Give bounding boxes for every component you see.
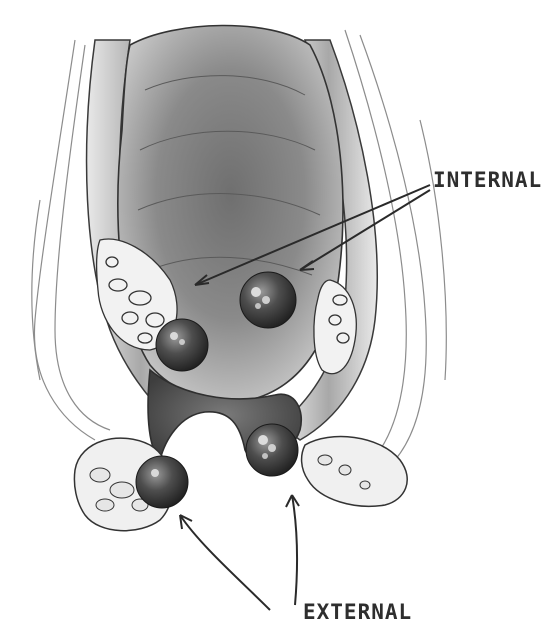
external-hemorrhoid-left [136, 456, 188, 508]
external-pointer-lines [180, 495, 299, 610]
internal-hemorrhoid-left [156, 319, 208, 371]
perianal-tissue-right [302, 437, 408, 507]
external-label: EXTERNAL [303, 600, 412, 624]
internal-label: INTERNAL [433, 168, 542, 192]
external-hemorrhoid-right [246, 424, 298, 476]
internal-hemorrhoid-right [240, 272, 296, 328]
